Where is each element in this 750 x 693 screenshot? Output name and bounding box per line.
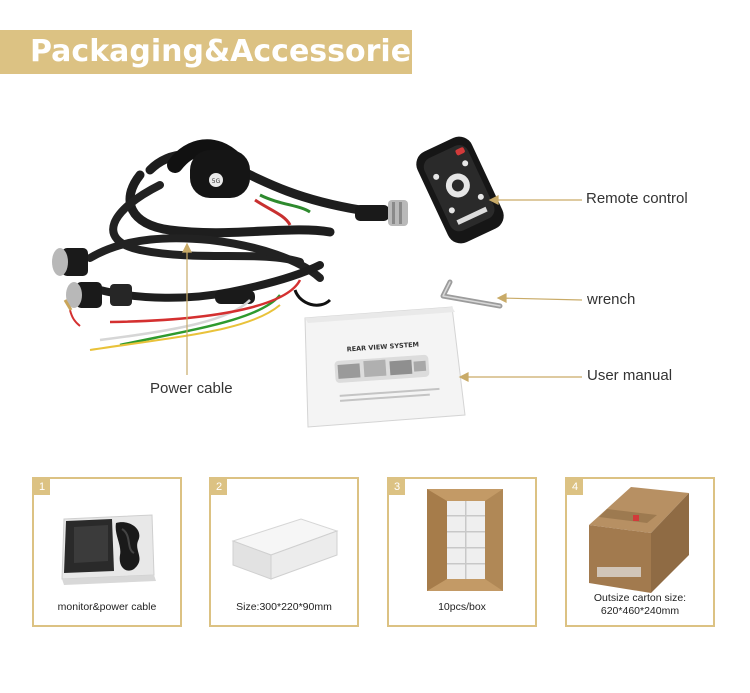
svg-text:5G: 5G — [212, 178, 221, 185]
accessories-illustration: 5G — [52, 136, 583, 428]
panel-caption: monitor&power cable — [57, 601, 157, 613]
wrench-image — [440, 279, 503, 309]
callout-arrows — [182, 195, 583, 382]
panel-caption: 10pcs/box — [438, 601, 486, 613]
header-banner: Packaging&Accessories — [0, 30, 429, 74]
user-manual-image: REAR VIEW SYSTEM — [304, 306, 466, 428]
panel-box-size: 2 Size:300*220*90mm — [209, 477, 359, 627]
panel-number: 4 — [567, 479, 583, 495]
panel-caption: Size:300*220*90mm — [236, 601, 332, 613]
panel-carton-size: 4 Outsize carton size: 620*460*240mm — [565, 477, 715, 627]
power-cable-label: Power cable — [150, 380, 233, 397]
power-cable-image: 5G — [52, 139, 408, 351]
panel-caption-size: 620*460*240mm — [600, 605, 680, 617]
shipping-carton-photo — [589, 487, 689, 593]
white-box-photo — [231, 518, 339, 580]
monitor-box-photo — [61, 514, 156, 585]
remote-control-label: Remote control — [586, 190, 688, 207]
user-manual-label: User manual — [587, 367, 673, 384]
panel-number: 1 — [34, 479, 50, 495]
panel-caption: Outsize carton size: — [593, 592, 687, 604]
panel-pieces-per-box: 3 10pcs/box — [387, 477, 537, 627]
wrench-label: wrench — [587, 291, 636, 308]
remote-control-image — [416, 136, 504, 244]
page-title: Packaging&Accessories — [30, 34, 429, 69]
panel-number: 3 — [389, 479, 405, 495]
panel-number: 2 — [211, 479, 227, 495]
panel-monitor-cable: 1 monitor&power cable — [32, 477, 182, 627]
open-carton-photo — [427, 489, 503, 591]
